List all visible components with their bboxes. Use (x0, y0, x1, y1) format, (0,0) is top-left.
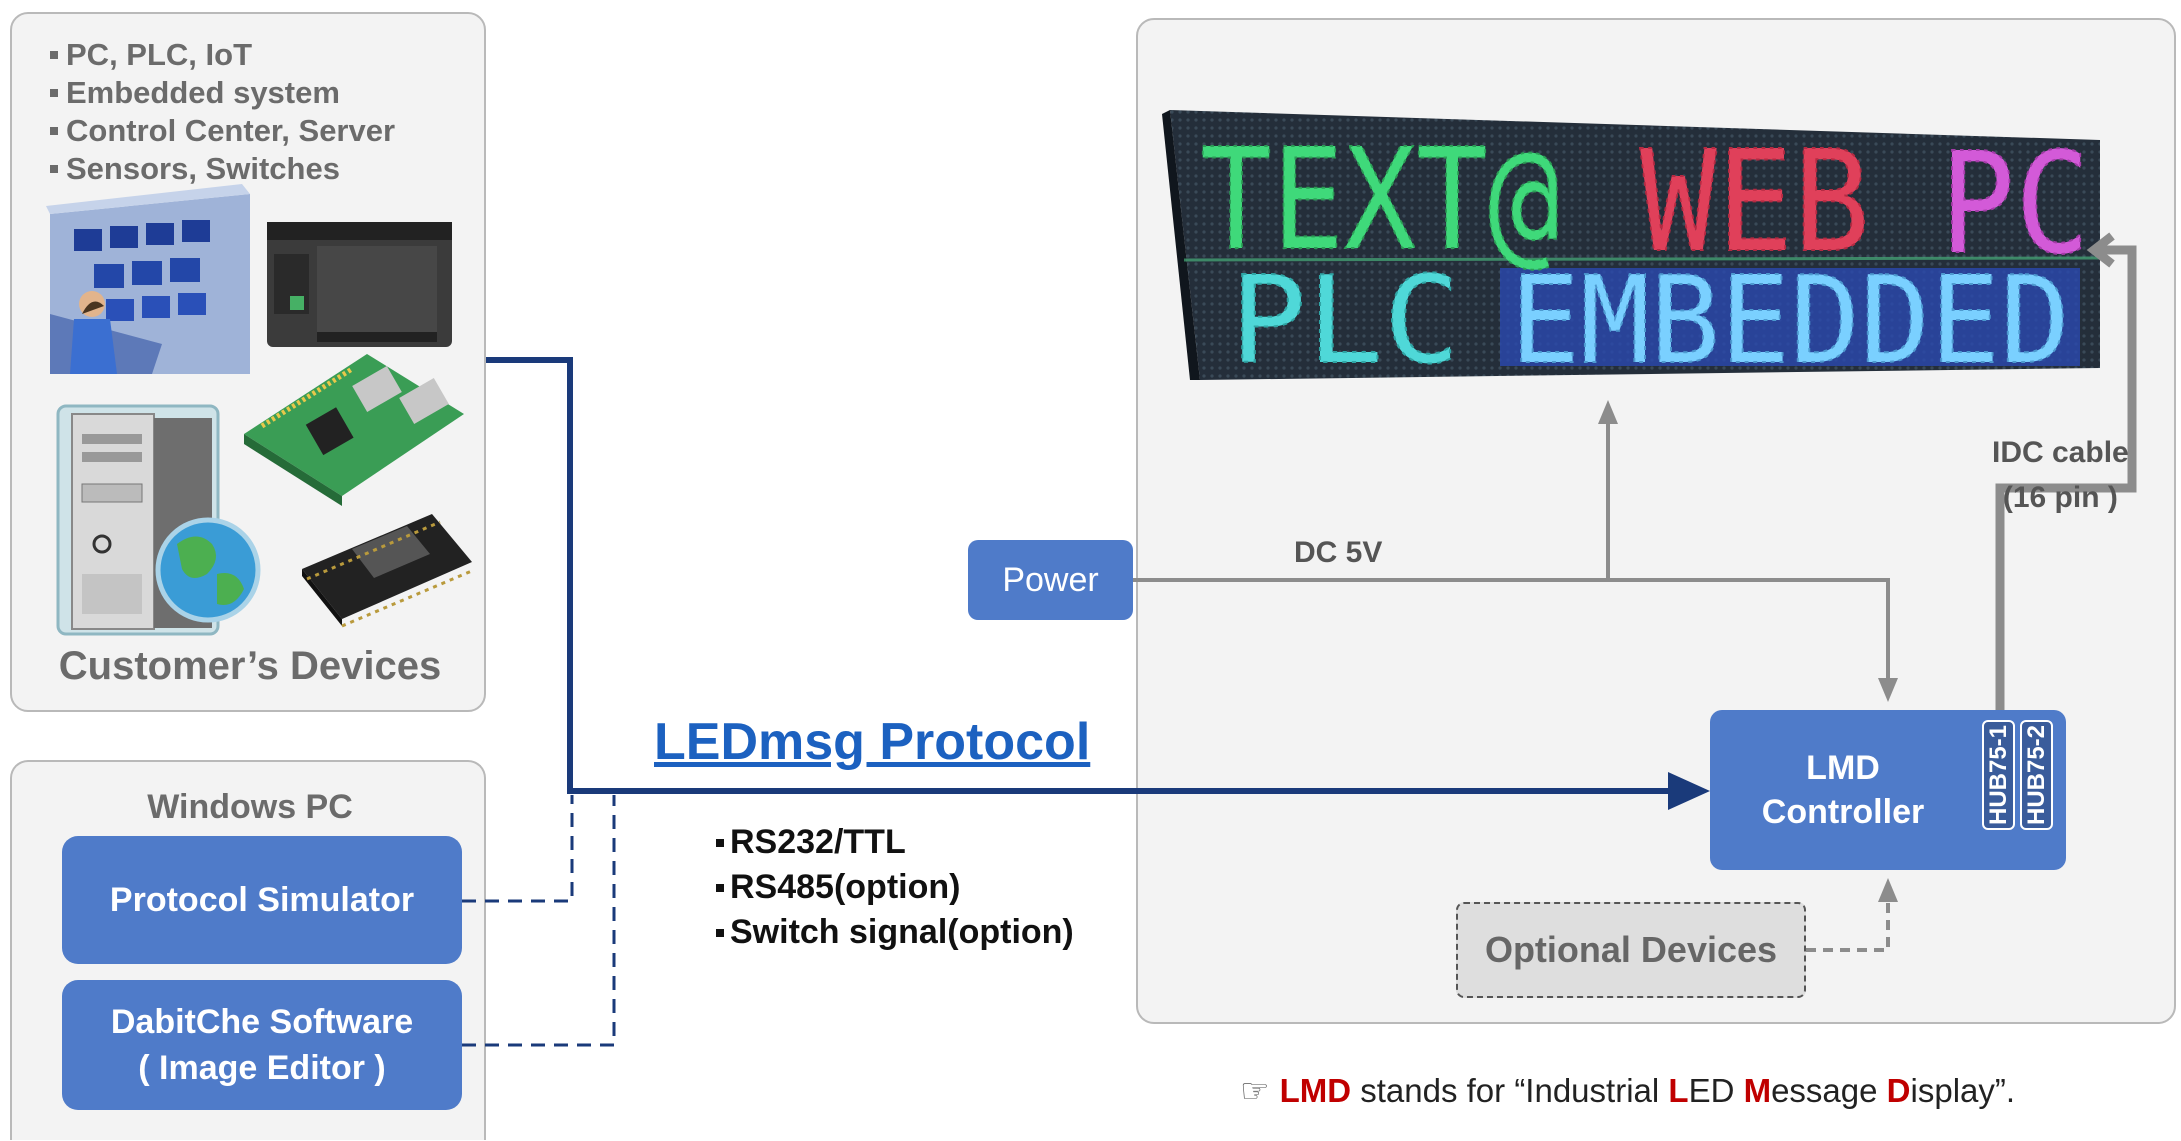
ledmsg-protocol-link[interactable]: LEDmsg Protocol (654, 713, 1091, 771)
hub75-1-port: HUB75-1 (1982, 720, 2015, 830)
esp32-illustration (302, 514, 475, 628)
dabitche-software-button[interactable]: DabitChe Software ( Image Editor ) (62, 980, 462, 1110)
controller-label: Controller (1761, 793, 1925, 831)
footnote-part: stands for “Industrial (1351, 1072, 1669, 1109)
led-text-pc: PC (1940, 123, 2090, 286)
bullet-item: Control Center, Server (50, 112, 395, 150)
protocol-simulator-label: Protocol Simulator (109, 880, 415, 919)
interface-item: Switch signal(option) (716, 910, 1074, 955)
hub75-2-port: HUB75-2 (2020, 720, 2053, 830)
control-center-illustration (46, 184, 250, 374)
image-editor-label: ( Image Editor ) (138, 1049, 386, 1087)
interface-list: RS232/TTL RS485(option) Switch signal(op… (716, 820, 1074, 955)
idc-cable-label: IDC cable (16 pin ) (1992, 430, 2129, 520)
power-box: Power (968, 540, 1133, 620)
customer-devices-panel: PC, PLC, IoT Embedded system Control Cen… (10, 12, 486, 712)
idc-cable-title: IDC cable (1992, 436, 2129, 469)
footnote-part: ED (1688, 1072, 1744, 1109)
customer-device-bullets: PC, PLC, IoT Embedded system Control Cen… (50, 36, 395, 188)
raspberry-pi-illustration (244, 354, 464, 506)
windows-pc-title: Windows PC (147, 788, 353, 826)
led-row-divider (1183, 256, 2100, 262)
led-text-embedded: EMBEDDED (1510, 252, 2070, 391)
led-panel-edge (1162, 110, 1200, 380)
simulator-dashed-connector (462, 795, 574, 903)
led-display: TEXT@ WEB PC PLC EMBEDDED (1162, 110, 2100, 392)
protocol-connector (486, 357, 1668, 794)
plc-illustration (267, 222, 452, 347)
footnote-part: essage (1771, 1072, 1887, 1109)
optional-devices-box: Optional Devices (1456, 902, 1806, 998)
idc-cable-arrowhead (2086, 232, 2132, 268)
led-text-web: WEB (1640, 121, 1870, 284)
led-text-plc: PLC (1230, 252, 1460, 391)
device-illustrations (46, 184, 475, 636)
optional-to-controller-line (1806, 878, 1898, 952)
bullet-item: PC, PLC, IoT (50, 36, 395, 74)
optional-devices-label: Optional Devices (1484, 929, 1778, 970)
embedded-highlight (1500, 268, 2080, 366)
idc-cable-pins: (16 pin ) (2002, 481, 2118, 514)
bullet-item: Sensors, Switches (50, 150, 395, 188)
hub75-2-label: HUB75-2 (2022, 724, 2050, 826)
led-text-textat: TEXT@ (1200, 119, 1560, 282)
software-dashed-connector (462, 795, 616, 1047)
protocol-arrowhead (1668, 772, 1710, 810)
bullet-item: Embedded system (50, 74, 395, 112)
customer-devices-title: Customer’s Devices (58, 644, 442, 688)
footnote-part: isplay”. (1910, 1072, 2016, 1109)
pointing-hand-icon: ☞ (1240, 1072, 1270, 1109)
controller-lmd-label: LMD (1806, 749, 1880, 787)
dabitche-software-label: DabitChe Software (110, 1003, 414, 1041)
footnote-part: D (1886, 1072, 1911, 1109)
footnote-part: L (1668, 1072, 1689, 1109)
hub75-1-label: HUB75-1 (1984, 724, 2012, 826)
interface-item: RS232/TTL (716, 820, 1074, 865)
globe-icon (155, 517, 261, 623)
power-to-controller-line (1608, 578, 1898, 702)
footnote-part: M (1743, 1072, 1772, 1109)
protocol-simulator-button[interactable]: Protocol Simulator (62, 836, 462, 964)
footnote-part: LMD (1279, 1072, 1352, 1109)
dc-voltage-label: DC 5V (1294, 536, 1383, 569)
power-label: Power (1002, 560, 1099, 599)
lmd-footnote: ☞LMD stands for “Industrial LED Message … (1240, 1071, 2015, 1110)
interface-item: RS485(option) (716, 865, 1074, 910)
